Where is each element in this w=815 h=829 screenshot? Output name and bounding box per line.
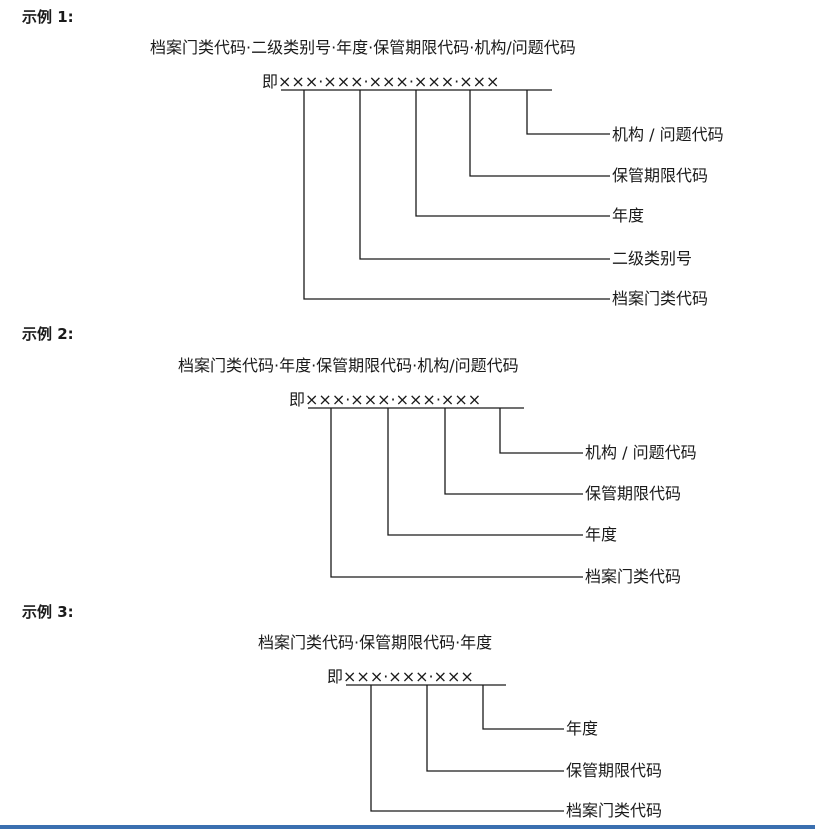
example-3-leader-retention — [426, 685, 564, 772]
example-1-heading: 示例 1: — [22, 8, 74, 26]
example-1-label-retention: 保管期限代码 — [612, 166, 709, 185]
example-2-label-archive-category: 档案门类代码 — [585, 567, 682, 586]
example-3-formula: 档案门类代码·保管期限代码·年度 — [258, 633, 493, 652]
example-3-code: 即×××·×××·××× — [327, 667, 474, 686]
example-1-label-archive-category: 档案门类代码 — [612, 289, 709, 308]
example-1-leader-retention — [469, 90, 610, 177]
example-3-leader-year — [482, 685, 564, 730]
example-2-label-org-issue: 机构 / 问题代码 — [585, 443, 697, 462]
example-2-heading: 示例 2: — [22, 325, 74, 343]
example-1-code: 即×××·×××·×××·×××·××× — [262, 72, 500, 91]
example-1-label-year: 年度 — [612, 206, 645, 225]
example-2-leader-year — [387, 408, 583, 536]
example-3-label-year: 年度 — [566, 719, 599, 738]
example-3-label-retention: 保管期限代码 — [566, 761, 663, 780]
example-2-formula: 档案门类代码·年度·保管期限代码·机构/问题代码 — [178, 356, 519, 375]
example-1-label-subcategory: 二级类别号 — [612, 249, 693, 268]
example-3-label-archive-category: 档案门类代码 — [566, 801, 663, 820]
example-2-code: 即×××·×××·×××·××× — [289, 390, 482, 409]
example-1-leader-year — [415, 90, 610, 217]
example-2-leader-org-issue — [499, 408, 583, 454]
example-2-leader-retention — [444, 408, 583, 495]
example-1-leader-subcategory — [359, 90, 610, 260]
example-1-formula: 档案门类代码·二级类别号·年度·保管期限代码·机构/问题代码 — [150, 38, 576, 57]
example-2-leader-archive-category — [330, 408, 583, 578]
example-3-leader-archive-category — [370, 685, 564, 812]
example-2-label-year: 年度 — [585, 525, 618, 544]
example-3-heading: 示例 3: — [22, 603, 74, 621]
bottom-rule — [0, 825, 815, 829]
example-1-label-org-issue: 机构 / 问题代码 — [612, 125, 724, 144]
example-1-leader-archive-category — [303, 90, 610, 300]
example-2-label-retention: 保管期限代码 — [585, 484, 682, 503]
example-1-leader-org-issue — [526, 90, 610, 135]
